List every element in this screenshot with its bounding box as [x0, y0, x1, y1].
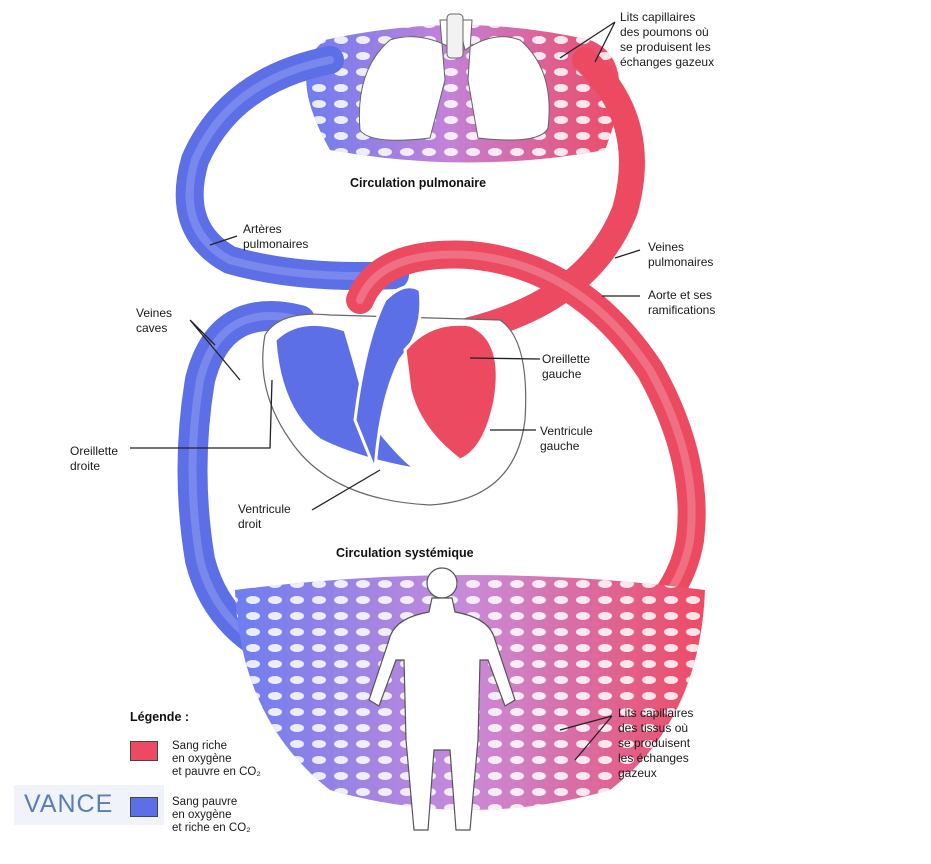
- legend-swatch-oxygen-poor: [130, 797, 158, 817]
- legend-label-oxygen-rich: Sang riche en oxygène et pauvre en CO₂: [172, 740, 261, 779]
- label-pulmonary-arteries: Artères pulmonaires: [243, 222, 308, 252]
- legend-swatch-oxygen-rich: [130, 741, 158, 761]
- label-tissue-capillaries: Lits capillaires des tissus où se produi…: [618, 706, 693, 781]
- systemic-circulation-title: Circulation systémique: [336, 546, 474, 560]
- label-lung-capillaries: Lits capillaires des poumons où se produ…: [620, 10, 714, 70]
- label-left-ventricle: Ventricule gauche: [540, 424, 593, 454]
- legend-label-oxygen-poor: Sang pauvre en oxygène et riche en CO₂: [172, 796, 251, 835]
- label-right-ventricle: Ventricule droit: [238, 502, 291, 532]
- label-venae-cavae: Veines caves: [136, 306, 172, 336]
- heart-illustration: [263, 287, 526, 505]
- label-pulmonary-veins: Veines pulmonaires: [648, 240, 713, 270]
- legend-title: Légende :: [130, 710, 189, 724]
- watermark-logo: VANCE: [24, 790, 113, 819]
- label-aorta: Aorte et ses ramifications: [648, 288, 715, 318]
- label-right-atrium: Oreillette droite: [70, 444, 118, 474]
- label-left-atrium: Oreillette gauche: [542, 352, 590, 382]
- pulmonary-circulation-title: Circulation pulmonaire: [350, 176, 486, 190]
